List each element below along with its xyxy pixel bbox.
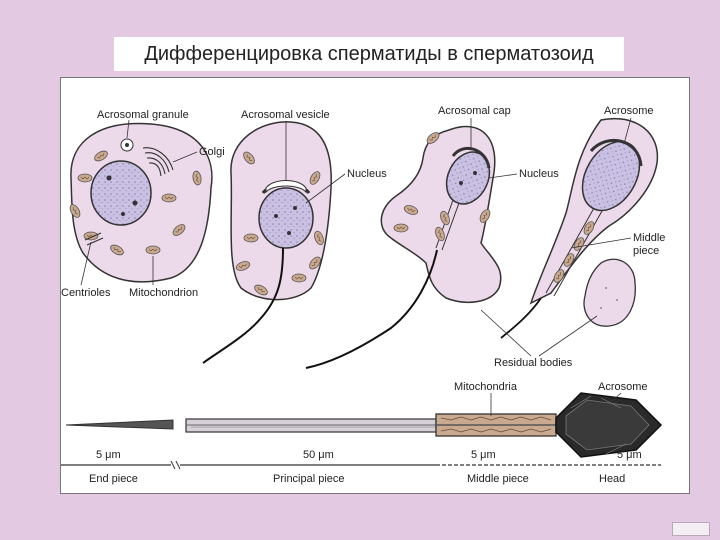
centrioles — [84, 232, 104, 246]
label-mitochondria: Mitochondria — [454, 381, 518, 393]
nucleus-1 — [90, 160, 152, 226]
label-acrosomal-cap: Acrosomal cap — [438, 105, 511, 117]
scale-bar-label-3: 5 μm — [471, 449, 496, 461]
slide-title: Дифференцировка сперматиды в сперматозои… — [144, 42, 594, 65]
label-acrosome-bottom: Acrosome — [598, 381, 648, 393]
segment-end-piece: End piece — [89, 473, 138, 485]
segment-principal-piece: Principal piece — [273, 473, 345, 485]
label-acrosomal-granule: Acrosomal granule — [97, 109, 189, 121]
slide-thumbnail-mark — [672, 522, 710, 536]
segment-head: Head — [599, 473, 625, 485]
label-nucleus-2: Nucleus — [519, 168, 559, 180]
spermatid-stage-4 — [500, 117, 659, 339]
flagellum-3 — [305, 249, 438, 369]
segment-middle-piece: Middle piece — [467, 473, 529, 485]
diagram-figure: Acrosomal granule Golgi Centrioles Mitoc… — [60, 77, 690, 494]
label-middle-piece-line-2: piece — [633, 245, 659, 257]
early-spermatid — [67, 122, 213, 283]
scale-bar-label-4: 5 μm — [617, 449, 642, 461]
flagellum-4 — [500, 297, 542, 339]
label-acrosomal-vesicle: Acrosomal vesicle — [241, 109, 330, 121]
label-centrioles: Centrioles — [61, 287, 111, 299]
spermiogenesis-diagram: Acrosomal granule Golgi Centrioles Mitoc… — [61, 105, 668, 485]
spermatid-stage-3 — [305, 125, 502, 369]
golgi-apparatus — [142, 147, 174, 177]
label-nucleus-1: Nucleus — [347, 168, 387, 180]
scale-bar-label-1: 5 μm — [96, 449, 121, 461]
scale-bars: 5 μm 50 μm 5 μm 5 μm — [61, 449, 661, 470]
nucleus-2 — [258, 187, 314, 249]
label-golgi: Golgi — [199, 146, 225, 158]
label-middle-piece-line-1: Middle — [633, 232, 665, 244]
spermatid-stage-2 — [202, 121, 332, 364]
acrosome-cap-4 — [589, 138, 643, 167]
label-middle-piece: Middle piece — [633, 232, 668, 257]
slide-title-box: Дифференцировка сперматиды в сперматозои… — [114, 37, 624, 71]
label-acrosome-top: Acrosome — [604, 105, 654, 117]
label-residual-bodies: Residual bodies — [494, 357, 573, 369]
acrosomal-cap — [451, 146, 491, 169]
mature-spermatozoon — [65, 392, 663, 458]
label-mitochondrion: Mitochondrion — [129, 287, 198, 299]
flagellum-2 — [202, 247, 284, 364]
residual-body — [583, 258, 636, 327]
scale-bar-label-2: 50 μm — [303, 449, 334, 461]
